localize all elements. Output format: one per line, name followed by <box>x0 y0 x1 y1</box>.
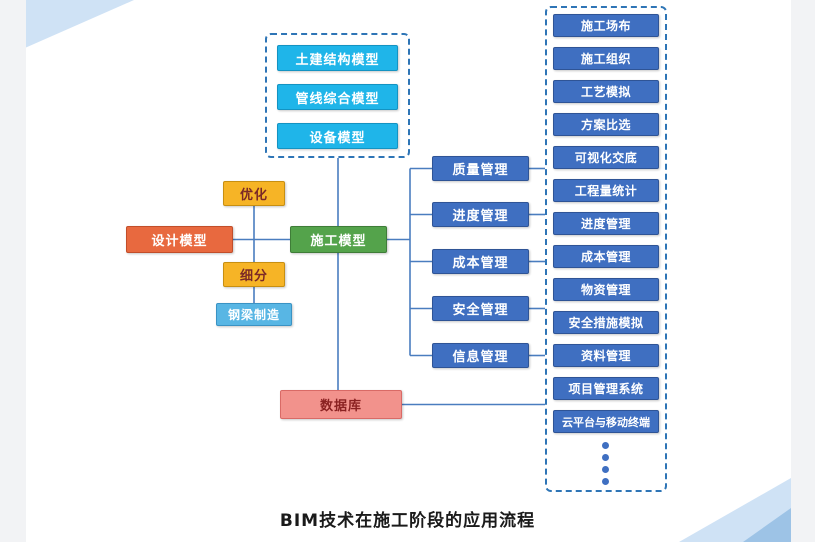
node-pipeline-model: 管线综合模型 <box>277 84 398 110</box>
left-gutter <box>0 0 26 542</box>
node-construction-model: 施工模型 <box>290 226 387 253</box>
node-app-quantity-statistics: 工程量统计 <box>553 179 659 202</box>
node-civil-structure-model: 土建结构模型 <box>277 45 398 71</box>
node-app-safety-measure-simulation: 安全措施模拟 <box>553 311 659 334</box>
node-app-cloud-platform-mobile: 云平台与移动终端 <box>553 410 659 433</box>
ellipsis-dot <box>602 466 609 473</box>
node-app-cost-management: 成本管理 <box>553 245 659 268</box>
node-app-process-simulation: 工艺模拟 <box>553 80 659 103</box>
node-information-management: 信息管理 <box>432 343 529 368</box>
node-app-visual-disclosure: 可视化交底 <box>553 146 659 169</box>
node-app-scheme-comparison: 方案比选 <box>553 113 659 136</box>
ellipsis-icon <box>602 442 609 485</box>
node-quality-management: 质量管理 <box>432 156 529 181</box>
node-app-material-management: 物资管理 <box>553 278 659 301</box>
node-app-document-management: 资料管理 <box>553 344 659 367</box>
node-app-construction-organization: 施工组织 <box>553 47 659 70</box>
node-database: 数据库 <box>280 390 402 419</box>
node-equipment-model: 设备模型 <box>277 123 398 149</box>
ellipsis-dot <box>602 454 609 461</box>
node-app-site-layout: 施工场布 <box>553 14 659 37</box>
node-subdivide: 细分 <box>223 262 285 287</box>
ellipsis-dot <box>602 442 609 449</box>
node-optimize: 优化 <box>223 181 285 206</box>
node-safety-management: 安全管理 <box>432 296 529 321</box>
node-schedule-management: 进度管理 <box>432 202 529 227</box>
node-app-project-management-system: 项目管理系统 <box>553 377 659 400</box>
right-gutter <box>791 0 815 542</box>
node-steel-beam-manufacturing: 钢梁制造 <box>216 303 292 326</box>
ellipsis-dot <box>602 478 609 485</box>
node-design-model: 设计模型 <box>126 226 233 253</box>
diagram-title: BIM技术在施工阶段的应用流程 <box>279 511 536 531</box>
node-app-schedule-management: 进度管理 <box>553 212 659 235</box>
node-cost-management: 成本管理 <box>432 249 529 274</box>
